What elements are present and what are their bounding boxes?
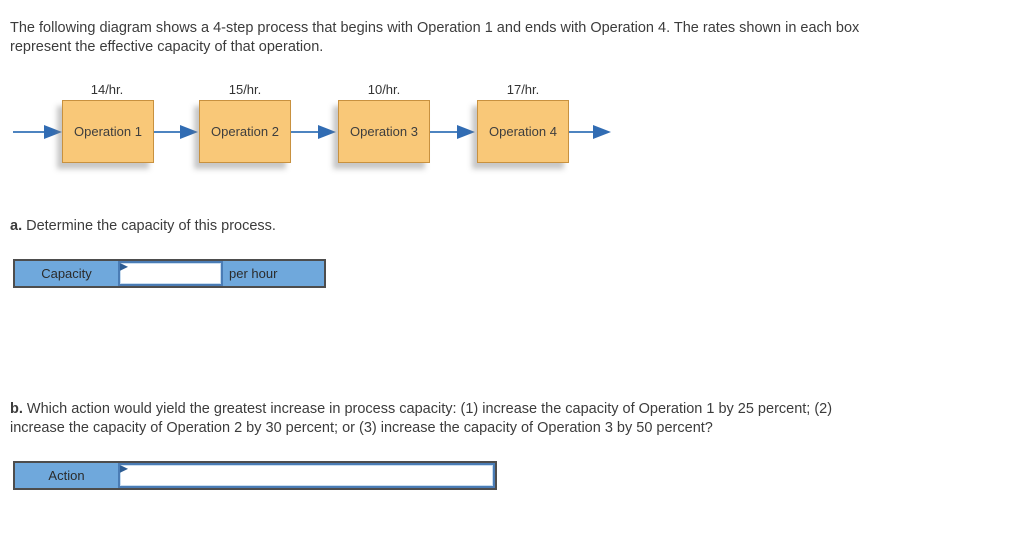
- question-b-label: b.: [10, 401, 23, 417]
- operation-1-label: Operation 1: [74, 124, 142, 139]
- question-b-line-2: increase the capacity of Operation 2 by …: [10, 420, 713, 436]
- question-b-line-1: b. Which action would yield the greatest…: [10, 400, 832, 419]
- question-a: a. Determine the capacity of this proces…: [10, 217, 276, 236]
- capacity-input[interactable]: [118, 261, 223, 286]
- operation-2-box: Operation 2: [199, 100, 291, 163]
- process-flow-diagram: 14/hr. 15/hr. 10/hr. 17/hr. Operation 1 …: [0, 80, 660, 185]
- operation-3-box: Operation 3: [338, 100, 430, 163]
- question-a-label: a.: [10, 218, 23, 234]
- intro-line-1: The following diagram shows a 4-step pro…: [10, 20, 860, 36]
- operation-3-rate: 10/hr.: [367, 82, 401, 97]
- operation-3-label: Operation 3: [350, 124, 418, 139]
- operation-4-rate: 17/hr.: [506, 82, 540, 97]
- action-row-label: Action: [15, 463, 118, 488]
- action-answer-table: Action: [13, 461, 497, 490]
- intro-paragraph: The following diagram shows a 4-step pro…: [10, 19, 859, 57]
- operation-2-rate: 15/hr.: [228, 82, 262, 97]
- operation-4-label: Operation 4: [489, 124, 557, 139]
- connector-3-4-line: [430, 131, 458, 133]
- entry-arrow-line: [13, 131, 46, 133]
- question-b-text-1: Which action would yield the greatest in…: [22, 401, 833, 417]
- entry-arrowhead-icon: [44, 125, 62, 139]
- capacity-input-cell: [118, 261, 223, 286]
- capacity-answer-table: Capacity per hour: [13, 259, 326, 288]
- operation-1-rate: 14/hr.: [90, 82, 124, 97]
- connector-1-2-arrowhead-icon: [180, 125, 198, 139]
- connector-2-3-line: [291, 131, 319, 133]
- connector-3-4-arrowhead-icon: [457, 125, 475, 139]
- intro-line-2: represent the effective capacity of that…: [10, 39, 324, 55]
- question-a-text: Determine the capacity of this process.: [22, 218, 276, 234]
- exit-arrow-line: [569, 131, 594, 133]
- action-input-cell: [118, 463, 495, 488]
- operation-1-box: Operation 1: [62, 100, 154, 163]
- connector-1-2-line: [154, 131, 181, 133]
- exit-arrowhead-icon: [593, 125, 611, 139]
- action-input[interactable]: [118, 463, 495, 488]
- capacity-unit-label: per hour: [223, 261, 324, 286]
- operation-2-label: Operation 2: [211, 124, 279, 139]
- capacity-row-label: Capacity: [15, 261, 118, 286]
- connector-2-3-arrowhead-icon: [318, 125, 336, 139]
- question-b: b. Which action would yield the greatest…: [10, 400, 832, 438]
- operation-4-box: Operation 4: [477, 100, 569, 163]
